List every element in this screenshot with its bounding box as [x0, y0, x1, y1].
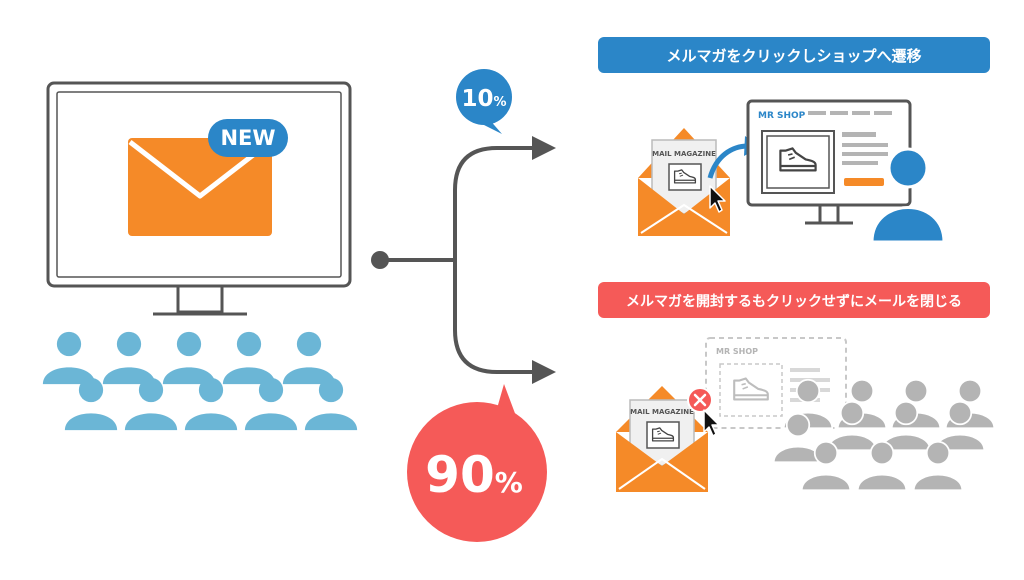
mail-magazine-label: MAIL MAGAZINE — [652, 150, 716, 158]
mail-magazine-label: MAIL MAGAZINE — [630, 408, 694, 416]
audience-person-icon — [102, 331, 156, 385]
cursor-icon — [709, 185, 726, 213]
crowd-group — [772, 378, 996, 492]
percent-unit: % — [493, 95, 506, 110]
percent-value: 90 — [425, 446, 495, 504]
audience-person-icon — [222, 331, 276, 385]
svg-text:10%: 10% — [461, 86, 506, 112]
new-badge-label: NEW — [220, 126, 275, 150]
arrow-head-icon — [532, 136, 556, 160]
audience-person-icon — [244, 377, 298, 431]
banner-close-mail: メルマガを開封するもクリックせずにメールを閉じる — [598, 282, 990, 318]
buy-button-graphic — [844, 178, 884, 186]
audience-person-icon — [64, 377, 118, 431]
audience-person-icon — [42, 331, 96, 385]
envelope-icon — [128, 138, 272, 236]
shop-screen-top: MR SHOP — [746, 99, 912, 225]
click-arrow — [707, 143, 749, 179]
shop-name: MR SHOP — [758, 111, 806, 121]
audience-person-icon — [124, 377, 178, 431]
audience-person-icon — [184, 377, 238, 431]
percent-value: 10 — [461, 86, 493, 112]
branch-connector — [371, 136, 556, 384]
banner-click-shop: メルマガをクリックしショップへ遷移 — [598, 37, 990, 73]
open-envelope-bottom: MAIL MAGAZINE — [616, 386, 708, 492]
banner-bottom-label: メルマガを開封するもクリックせずにメールを閉じる — [626, 293, 962, 310]
banner-top-label: メルマガをクリックしショップへ遷移 — [666, 47, 921, 65]
close-icon — [687, 387, 713, 413]
open-envelope-top: MAIL MAGAZINE — [638, 128, 730, 236]
arrow-head-icon — [532, 360, 556, 384]
svg-text:90%: 90% — [425, 446, 523, 504]
audience-person-icon — [162, 331, 216, 385]
shopper-person-icon — [870, 147, 946, 244]
percent-bubble-10: 10% — [456, 69, 512, 134]
audience-group — [42, 331, 358, 431]
new-badge: NEW — [208, 119, 288, 157]
shop-screen-faded: MR SHOP — [705, 337, 847, 429]
shop-name: MR SHOP — [716, 347, 758, 356]
audience-person-icon — [282, 331, 336, 385]
percent-unit: % — [495, 466, 523, 499]
percent-bubble-90: 90% — [407, 384, 547, 542]
audience-person-icon — [304, 377, 358, 431]
cursor-icon — [703, 409, 720, 437]
